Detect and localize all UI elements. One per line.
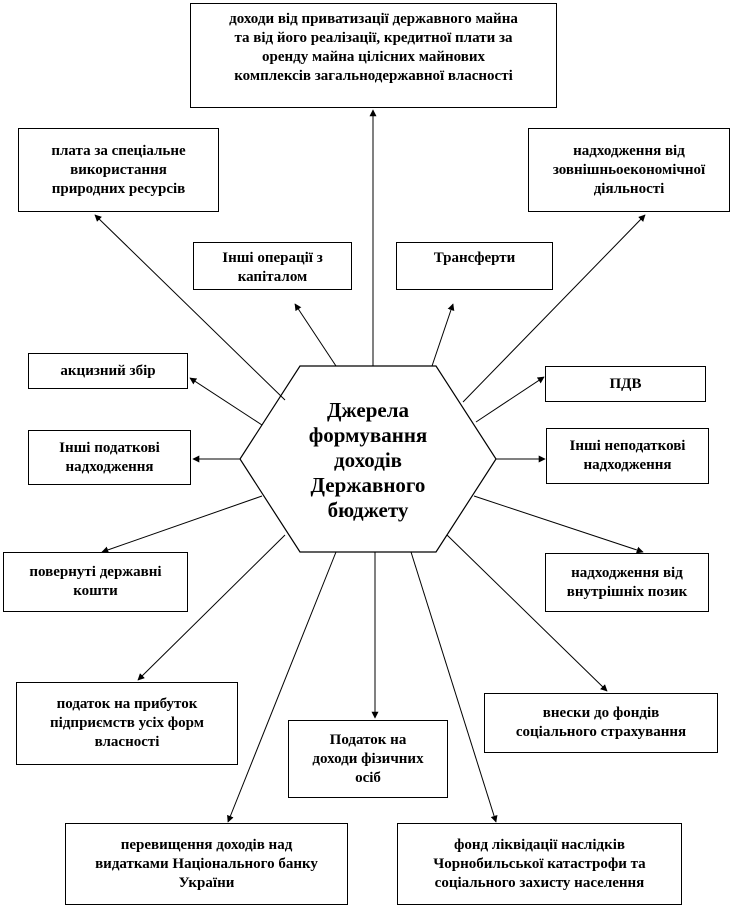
arrow-to-excise — [189, 377, 263, 426]
arrow-to-chernobyl-fund — [410, 551, 498, 823]
box-transfers: Трансферти — [396, 242, 553, 290]
box-chernobyl-fund: фонд ліквідації наслідків Чорнобильської… — [397, 823, 682, 905]
box-returned-funds: повернуті державні кошти — [3, 552, 188, 612]
box-domestic-loans: надходження від внутрішніх позик — [545, 553, 709, 612]
box-other-nontax: Інші неподаткові надходження — [546, 428, 709, 484]
box-nbu-excess: перевищення доходів над видатками Націон… — [65, 823, 348, 905]
arrow-to-domestic-loans — [473, 495, 644, 554]
box-excise: акцизний збір — [28, 353, 188, 389]
box-personal-income-tax: Податок на доходи фізичних осіб — [288, 720, 448, 798]
box-profit-tax: податок на прибуток підприємств усіх фор… — [16, 682, 238, 765]
box-other-tax: Інші податкові надходження — [28, 430, 191, 485]
arrow-to-social-insurance — [446, 534, 608, 692]
box-privatization: доходи від приватизації державного майна… — [190, 3, 557, 108]
arrow-to-nbu-excess — [227, 551, 337, 823]
box-social-insurance: внески до фондів соціального страхування — [484, 693, 718, 753]
center-label: Джерела формування доходів Державного бю… — [308, 398, 428, 522]
arrow-to-profit-tax — [137, 534, 286, 681]
arrow-to-returned-funds — [101, 495, 263, 554]
arrow-to-natural-resources — [94, 214, 286, 401]
arrow-to-transfers — [431, 303, 455, 367]
arrow-to-capital-operations — [294, 303, 337, 367]
box-capital-operations: Інші операції з капіталом — [193, 242, 352, 290]
arrow-to-foreign-economic — [462, 214, 646, 403]
box-natural-resources: плата за спеціальне використання природн… — [18, 128, 219, 212]
box-foreign-economic: надходження від зовнішньоекономічної дія… — [528, 128, 730, 212]
box-vat: ПДВ — [545, 366, 706, 402]
arrow-to-vat — [475, 376, 545, 423]
